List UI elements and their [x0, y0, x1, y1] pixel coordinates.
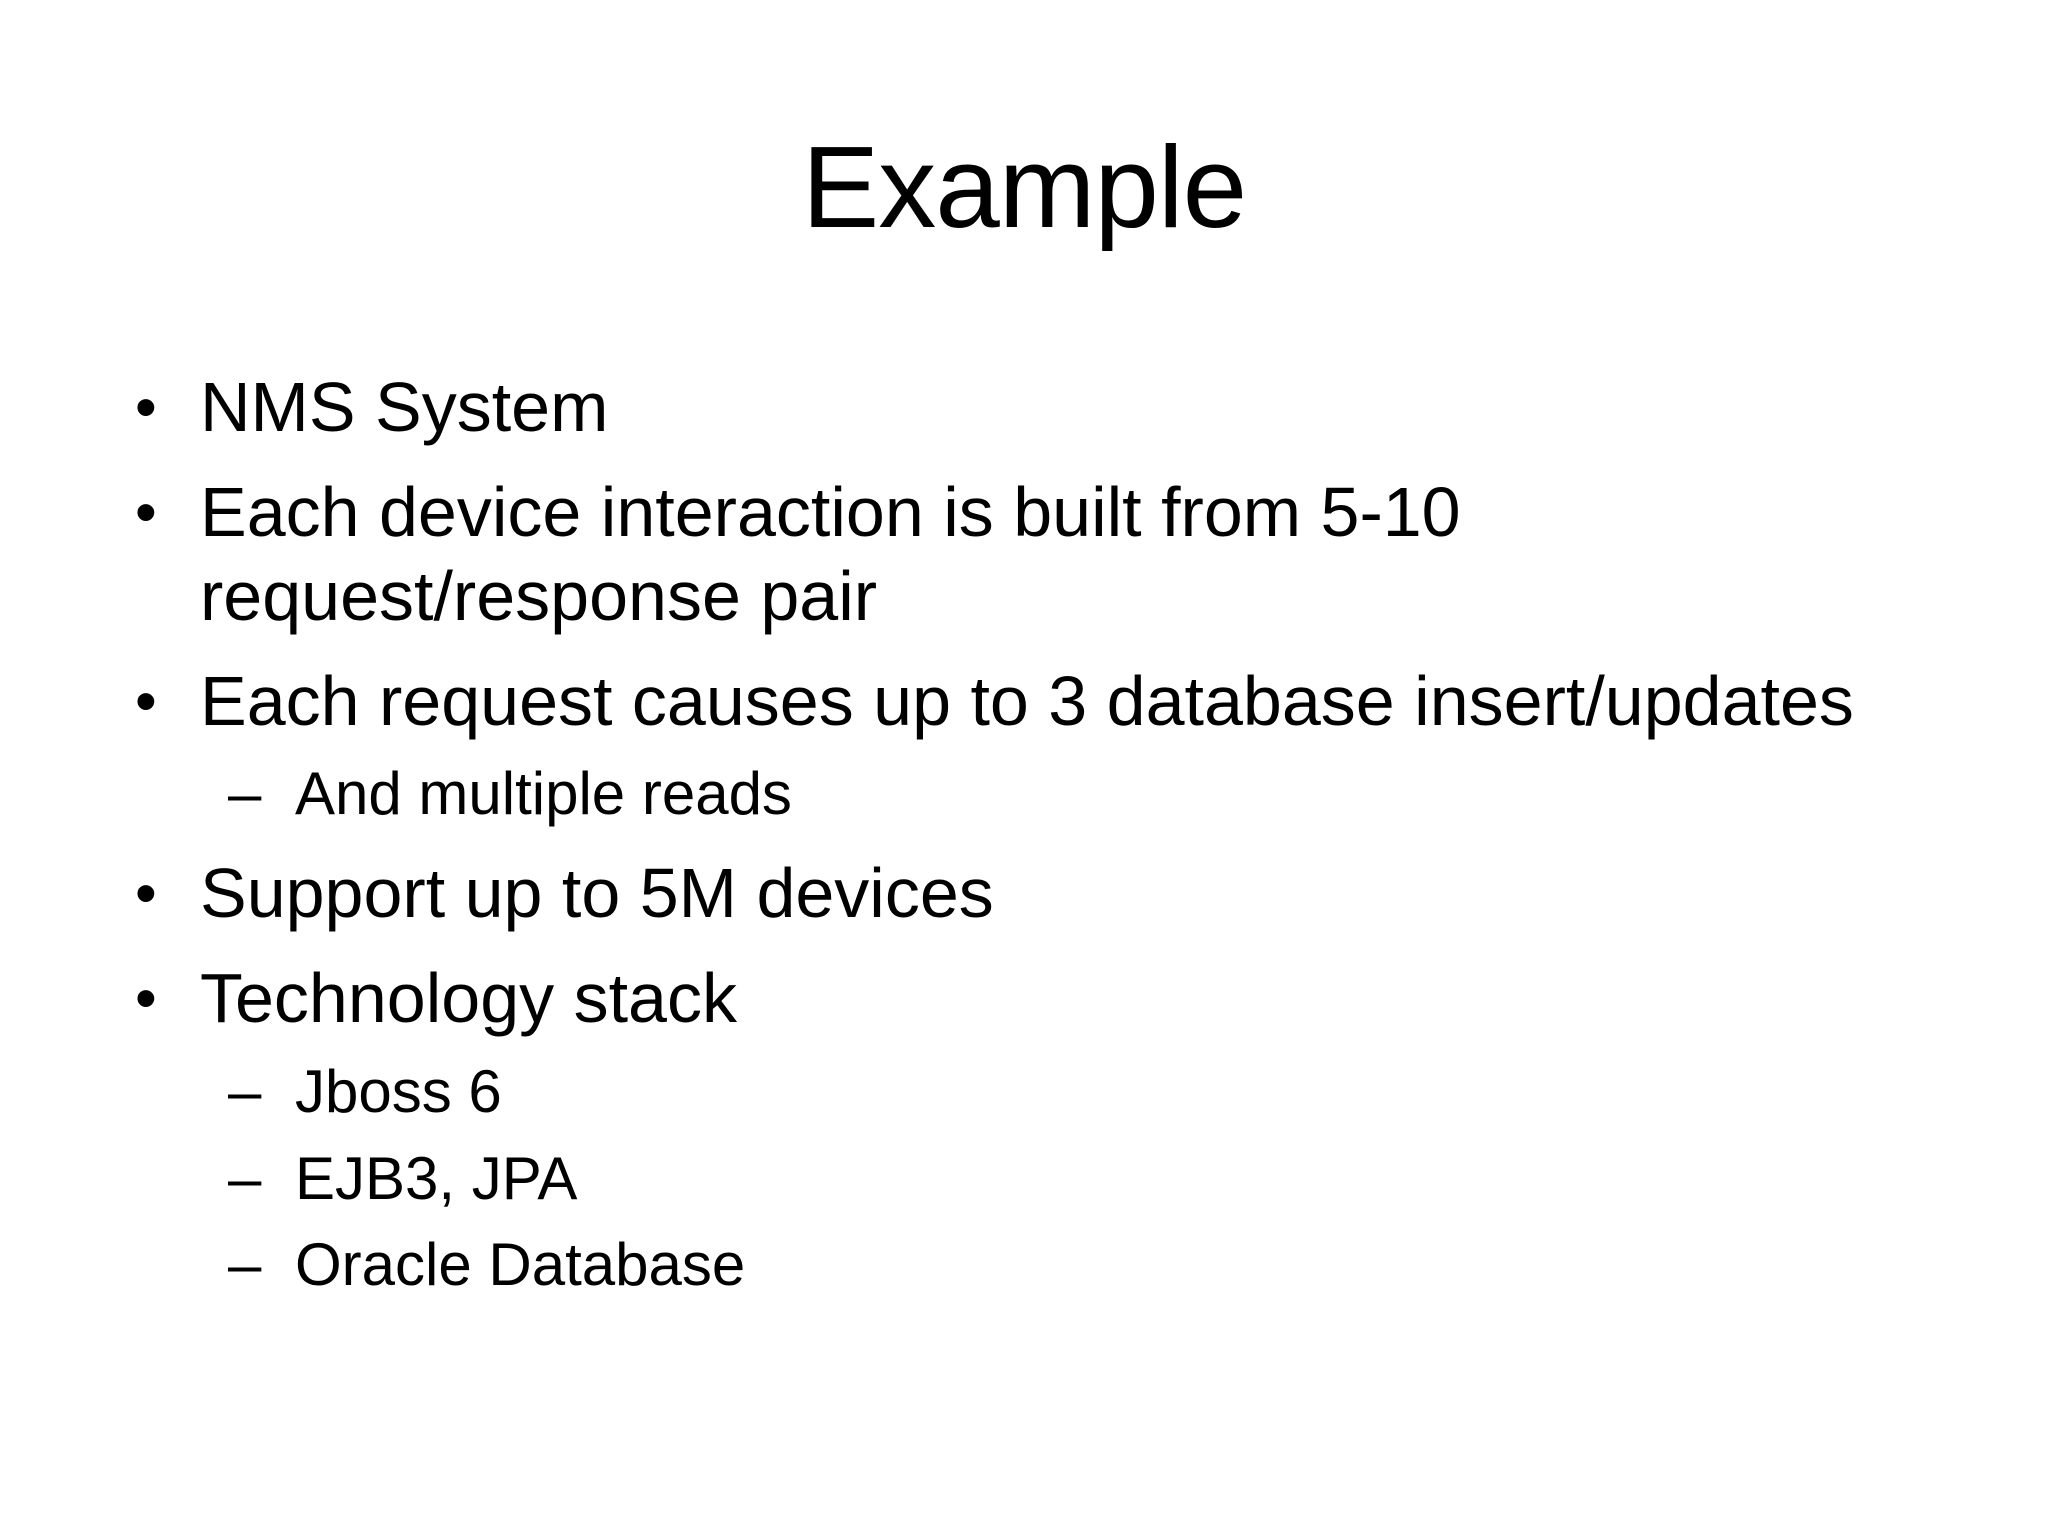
- bullet-text: NMS System: [200, 368, 609, 447]
- bullet-item: • NMS System: [0, 366, 2048, 449]
- bullet-item: • Each device interaction is built from 5…: [0, 471, 2048, 638]
- bullet-text: Jboss 6: [295, 1057, 502, 1125]
- bullet-dash-marker: –: [228, 1144, 262, 1212]
- bullet-text: Each request causes up to 3 database ins…: [200, 662, 1854, 741]
- bullet-item: –EJB3, JPA: [0, 1144, 2048, 1215]
- bullet-text: Oracle Database: [295, 1231, 746, 1299]
- bullet-text: And multiple reads: [295, 760, 792, 828]
- bullet-dash-marker: –: [228, 1231, 262, 1299]
- bullet-dash-marker: –: [228, 1057, 262, 1125]
- bullet-dash-marker: –: [228, 760, 262, 828]
- bullet-item: –Jboss 6: [0, 1057, 2048, 1128]
- bullet-item: • Each request causes up to 3 database in…: [0, 660, 2048, 743]
- bullet-item: –And multiple reads: [0, 759, 2048, 830]
- bullet-text: EJB3, JPA: [295, 1144, 578, 1212]
- bullet-item: • Support up to 5M devices: [0, 852, 2048, 935]
- bullet-text: Support up to 5M devices: [200, 854, 994, 933]
- bullet-item: • Technology stack: [0, 957, 2048, 1040]
- bullet-dot-marker: •: [135, 964, 157, 1034]
- bullet-text: Technology stack: [200, 959, 737, 1038]
- bullet-list: • NMS System • Each device interaction is b…: [0, 366, 2048, 1301]
- bullet-dot-marker: •: [135, 478, 157, 548]
- slide-title: Example: [801, 122, 1247, 252]
- bullet-dot-marker: •: [135, 859, 157, 929]
- bullet-text: Each device interaction is built from 5-…: [200, 473, 1461, 635]
- bullet-dot-marker: •: [135, 667, 157, 737]
- bullet-dot-marker: •: [135, 373, 157, 443]
- bullet-item: –Oracle Database: [0, 1230, 2048, 1301]
